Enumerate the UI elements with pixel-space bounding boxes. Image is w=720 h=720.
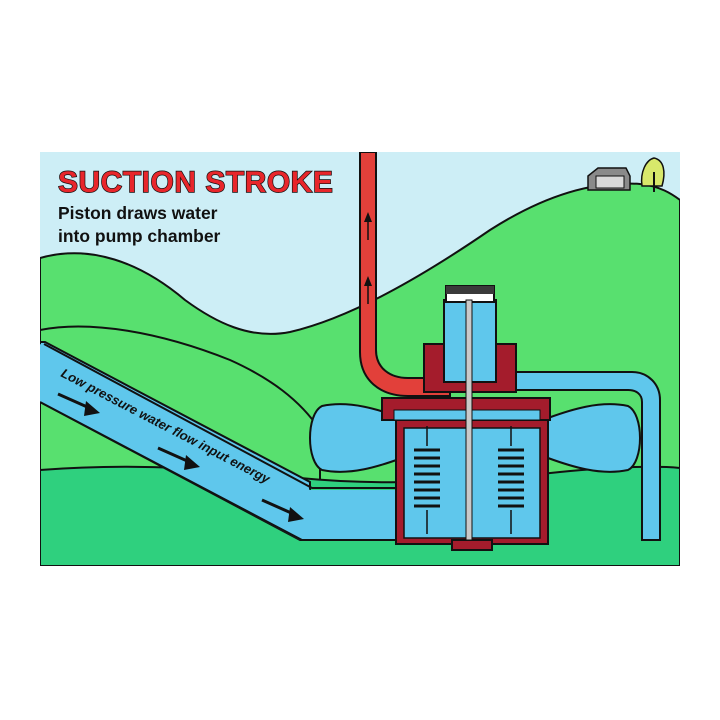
diagram-title: SUCTION STROKE xyxy=(58,166,333,199)
waste-outlet-pipe xyxy=(511,371,661,541)
right-air-chamber xyxy=(547,403,641,473)
subtitle-line-1: Piston draws water xyxy=(58,203,218,223)
right-valve-spring xyxy=(498,426,524,534)
tree xyxy=(640,157,665,192)
delivery-flow-arrows xyxy=(364,212,372,304)
piston-cap xyxy=(446,286,494,294)
house xyxy=(587,167,631,191)
flow-arrows xyxy=(57,392,304,522)
delivery-pipe xyxy=(359,152,451,397)
left-valve-spring xyxy=(414,426,440,534)
piston-rod xyxy=(465,299,473,541)
subtitle-line-2: into pump chamber xyxy=(58,226,221,246)
left-air-chamber xyxy=(309,403,403,473)
